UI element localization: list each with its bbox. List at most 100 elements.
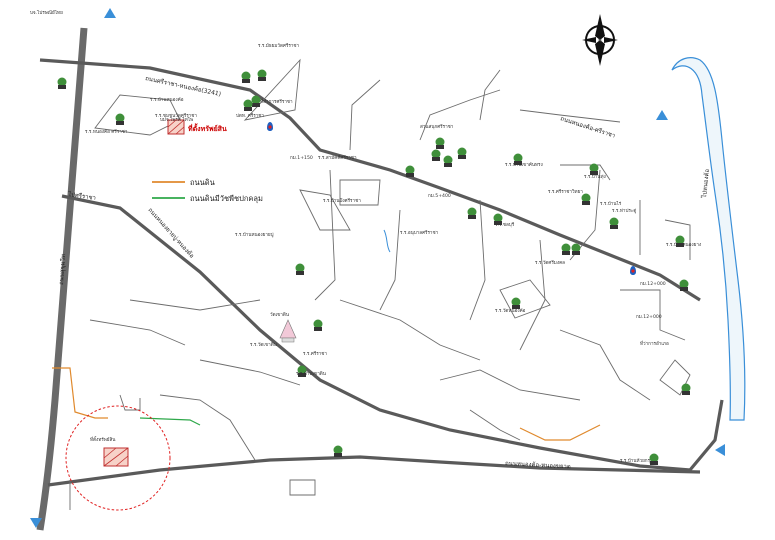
tree-icon	[243, 99, 253, 109]
place-label-sanam: สวนสนุกศรีราชา	[420, 123, 454, 130]
place-label-community_school: ร.ร.บ้านเขาดิน	[296, 371, 327, 377]
building-icon	[244, 107, 252, 111]
building-icon	[676, 243, 684, 247]
place-label-temple: วัดเขาดิน	[270, 311, 290, 318]
tree-icon	[257, 69, 267, 79]
place-label-s6: ร.ร.บ้านเขาคันทรง	[505, 161, 543, 168]
north-label: N	[598, 38, 601, 44]
place-label-school2: ร.ร.บ้านหนองค้อ	[150, 97, 184, 103]
building-icon	[572, 251, 580, 255]
place-label-km3: กม.12+000	[640, 281, 666, 287]
minor-roads	[69, 58, 691, 510]
place-labels: บจ.ไปรษณีย์ไทยร.ร.มัธยมวัดศรีราชาร.ร.บ้า…	[30, 9, 701, 464]
subject-land-marker[interactable]	[65, 405, 171, 511]
place-label-s10: ร.ร.ท่าประดู่	[612, 208, 636, 214]
place-label-site_label: ที่ตั้งทรัพย์สิน	[90, 436, 116, 443]
place-label-km2: กม.5+400	[428, 193, 451, 199]
place-label-s5: ร.ร.วัดหนองค้อ	[495, 307, 526, 314]
tree-icon	[511, 297, 521, 307]
building-icon	[458, 155, 466, 159]
place-label-s7: ร.ร.ศรีราชาวิทยา	[548, 188, 583, 195]
building-icon	[258, 77, 266, 81]
tree-icon	[589, 163, 599, 173]
place-label-post_office: บจ.ไปรษณีย์ไทย	[30, 9, 63, 16]
tree-icon	[513, 153, 523, 163]
place-label-s13: ร.ร.บ้านห้วยกรุ	[620, 458, 651, 464]
legend-dirt-label: ถนนดิน	[190, 178, 215, 187]
road-label-r4: ถนนสุขุมวิท	[58, 254, 67, 285]
place-label-school4: ร.ร.ชุมชนวัดศรีราชา	[155, 112, 197, 119]
temple-icon	[279, 319, 297, 343]
building-icon	[680, 287, 688, 291]
river	[383, 57, 746, 421]
building-icon	[314, 327, 322, 331]
road-label-r6: ไปศรีราชา	[67, 190, 97, 202]
building-icon	[406, 173, 414, 177]
tree-icon	[443, 155, 453, 165]
building-icon	[494, 221, 502, 225]
laterite-roads	[139, 417, 201, 426]
tree-icon	[609, 217, 619, 227]
tree-icon	[681, 383, 691, 393]
road-label-r7: ไปหนองค้อ	[700, 168, 711, 199]
main-roads	[39, 58, 724, 487]
place-label-ptt: ปตท. ศรีราชา	[236, 112, 264, 119]
place-label-office_nong: ที่ว่าการอำเภอ	[640, 340, 669, 347]
building-icon	[116, 121, 124, 125]
place-label-school1: ร.ร.มัธยมวัดศรีราชา	[258, 42, 300, 49]
building-icon	[432, 157, 440, 161]
place-label-pride: บมจ.ไพรด์ ไทโพ	[160, 116, 193, 123]
place-label-km4: กม.12+000	[636, 314, 662, 320]
place-label-s12: ร.ร.บ้านหนองยาง	[666, 242, 701, 248]
tree-icon	[457, 147, 467, 157]
place-label-temple_school: ร.ร.วัดเขาดิน	[250, 341, 278, 348]
building-icon	[468, 215, 476, 219]
place-label-s8: ร.ร.บ้านไร่	[600, 200, 622, 207]
tree-icon	[435, 137, 445, 147]
tree-icon	[431, 149, 441, 159]
place-label-nong_school: ร.ร.บ้านหนองยายบู่	[235, 232, 274, 238]
legend-laterite-label: ถนนดินมีวัชพืชปกคลุม	[190, 194, 263, 203]
building-icon	[252, 103, 260, 107]
tree-markers	[57, 69, 691, 465]
tree-icon	[581, 193, 591, 203]
tree-icon	[241, 71, 251, 81]
building-icon	[512, 305, 520, 309]
place-label-school3: ร.ร.หนองค้อ ศรีราชา	[85, 128, 128, 135]
building-icon	[436, 145, 444, 149]
tree-icon	[561, 243, 571, 253]
building-icon	[650, 461, 658, 465]
tree-icon	[57, 77, 67, 87]
building-icon	[610, 225, 618, 229]
building-icon	[682, 391, 690, 395]
legend: ที่ตั้งทรัพย์สิน ถนนดิน ถนนดินมีวัชพืชปก…	[152, 119, 263, 203]
road-label-r5: ถนนหนองค้อ-หนองขยาด	[505, 460, 571, 470]
building-icon	[444, 163, 452, 167]
tree-icon	[679, 279, 689, 289]
dirt-roads	[52, 367, 601, 441]
building-icon	[514, 161, 522, 165]
building-icon	[296, 271, 304, 275]
building-icon	[582, 201, 590, 205]
tree-icon	[313, 319, 323, 329]
gas-station-icon	[267, 122, 636, 275]
place-label-s2: ร.ร.บ้านบึงศรีราชา	[323, 197, 361, 204]
building-icon	[58, 85, 66, 89]
tree-icon	[571, 243, 581, 253]
tree-icon	[297, 365, 307, 375]
tree-icon	[333, 445, 343, 455]
place-label-sri_school: ร.ร.ศรีราชา	[303, 350, 327, 357]
place-label-s3: ร.ร.อนุบาลศรีราชา	[400, 229, 439, 236]
road-label-r1: ถนนศรีราชา-หนองค้อ(3241)	[145, 74, 222, 98]
building-icon	[242, 79, 250, 83]
tree-icon	[649, 453, 659, 463]
direction-arrows	[30, 8, 725, 528]
building-icon	[562, 251, 570, 255]
place-label-s4: ร.ร.ชลบุรี	[495, 221, 515, 228]
building-icon	[334, 453, 342, 457]
building-icon	[590, 171, 598, 175]
tree-icon	[493, 213, 503, 223]
place-label-km1: กม.1+150	[290, 155, 313, 161]
place-label-s11: ร.ร.วัดศรีมงคล	[535, 259, 565, 266]
